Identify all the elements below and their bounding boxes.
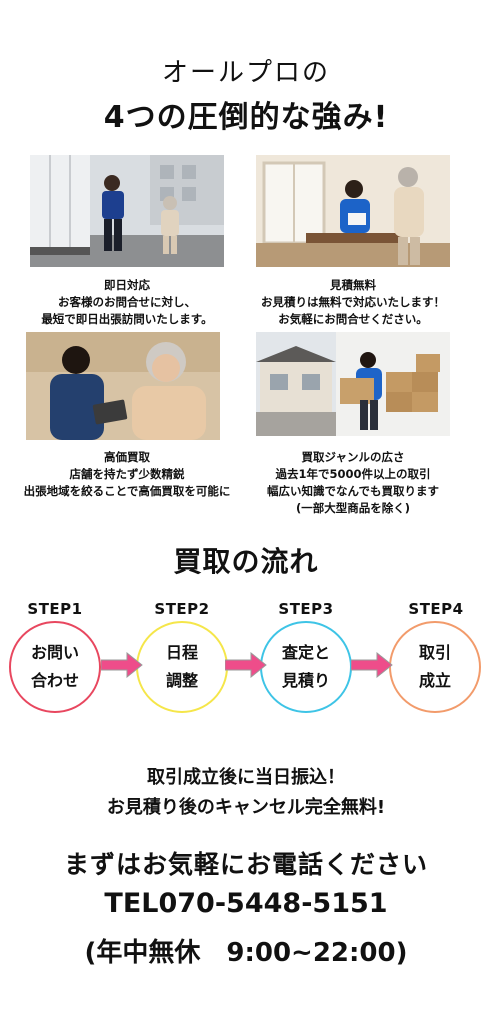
step-text: お問い: [30, 643, 79, 662]
flow-title: 買取の流れ: [173, 545, 319, 578]
step-label-4: STEP4: [408, 600, 464, 618]
strength-line: 出張地域を絞ることで高価買取を可能に: [23, 484, 231, 498]
step-text: 調整: [165, 671, 198, 690]
step-text: 合わせ: [30, 671, 79, 690]
strength-title-2: 見積無料: [330, 278, 376, 292]
arrow-right-icon: [351, 652, 393, 678]
step-label-3: STEP3: [278, 600, 334, 618]
notice-line2: お見積り後のキャンセル完全無料!: [106, 797, 386, 818]
strength-caption-2: 見積無料 お見積りは無料で対応いたします！ お気軽にお問合せください。: [230, 277, 476, 328]
strength-title-3: 高価買取: [104, 450, 150, 464]
strength-line: 最短で即日出張訪問いたします。: [41, 312, 213, 326]
phone-number[interactable]: TEL070-5448-5151: [104, 888, 388, 919]
photo-same-day-service: [30, 155, 224, 267]
arrow-right-icon: [101, 652, 143, 678]
heading-line2: 4つの圧倒的な強み!: [103, 100, 389, 135]
strength-title-4: 買取ジャンルの広さ: [301, 450, 405, 464]
strength-caption-3: 高価買取 店舗を持たず少数精鋭 出張地域を絞ることで高価買取を可能に: [4, 449, 250, 500]
step-text: 査定と: [281, 643, 330, 662]
step-text: 成立: [418, 671, 451, 690]
strength-line: (一部大型商品を除く): [295, 501, 410, 515]
photo-high-price-buyback: [26, 332, 220, 440]
strength-line: お見積りは無料で対応いたします！: [261, 295, 445, 309]
step-circle-1: お問い合わせ: [9, 621, 101, 713]
step-text: 見積り: [281, 671, 330, 690]
strength-line: 店舗を持たず少数精鋭: [69, 467, 185, 481]
step-circle-3: 査定と見積り: [260, 621, 352, 713]
contact-call-prompt: まずはお気軽にお電話ください: [63, 850, 428, 879]
business-hours: (年中無休 9:00~22:00): [84, 938, 408, 968]
step-label-1: STEP1: [27, 600, 83, 618]
photo-wide-genres: [256, 332, 450, 436]
notice-line1: 取引成立後に当日振込！: [147, 767, 345, 788]
strength-caption-1: 即日対応 お客様のお問合せに対し、 最短で即日出張訪問いたします。: [4, 277, 250, 328]
step-text: 日程: [165, 643, 198, 662]
strength-line: お客様のお問合せに対し、: [58, 295, 196, 309]
strength-line: お気軽にお問合せください。: [278, 312, 428, 326]
step-label-2: STEP2: [154, 600, 210, 618]
heading-line1: オールプロの: [161, 58, 330, 88]
step-circle-4: 取引成立: [389, 621, 481, 713]
step-text: 取引: [418, 643, 451, 662]
strength-line: 過去1年で5000件以上の取引: [275, 467, 431, 481]
arrow-right-icon: [225, 652, 267, 678]
strength-caption-4: 買取ジャンルの広さ 過去1年で5000件以上の取引 幅広い知識でなんでも買取りま…: [230, 449, 476, 517]
strength-line: 幅広い知識でなんでも買取ります: [267, 484, 439, 498]
photo-free-estimate: [256, 155, 450, 267]
step-circle-2: 日程調整: [136, 621, 228, 713]
strength-title-1: 即日対応: [104, 278, 150, 292]
